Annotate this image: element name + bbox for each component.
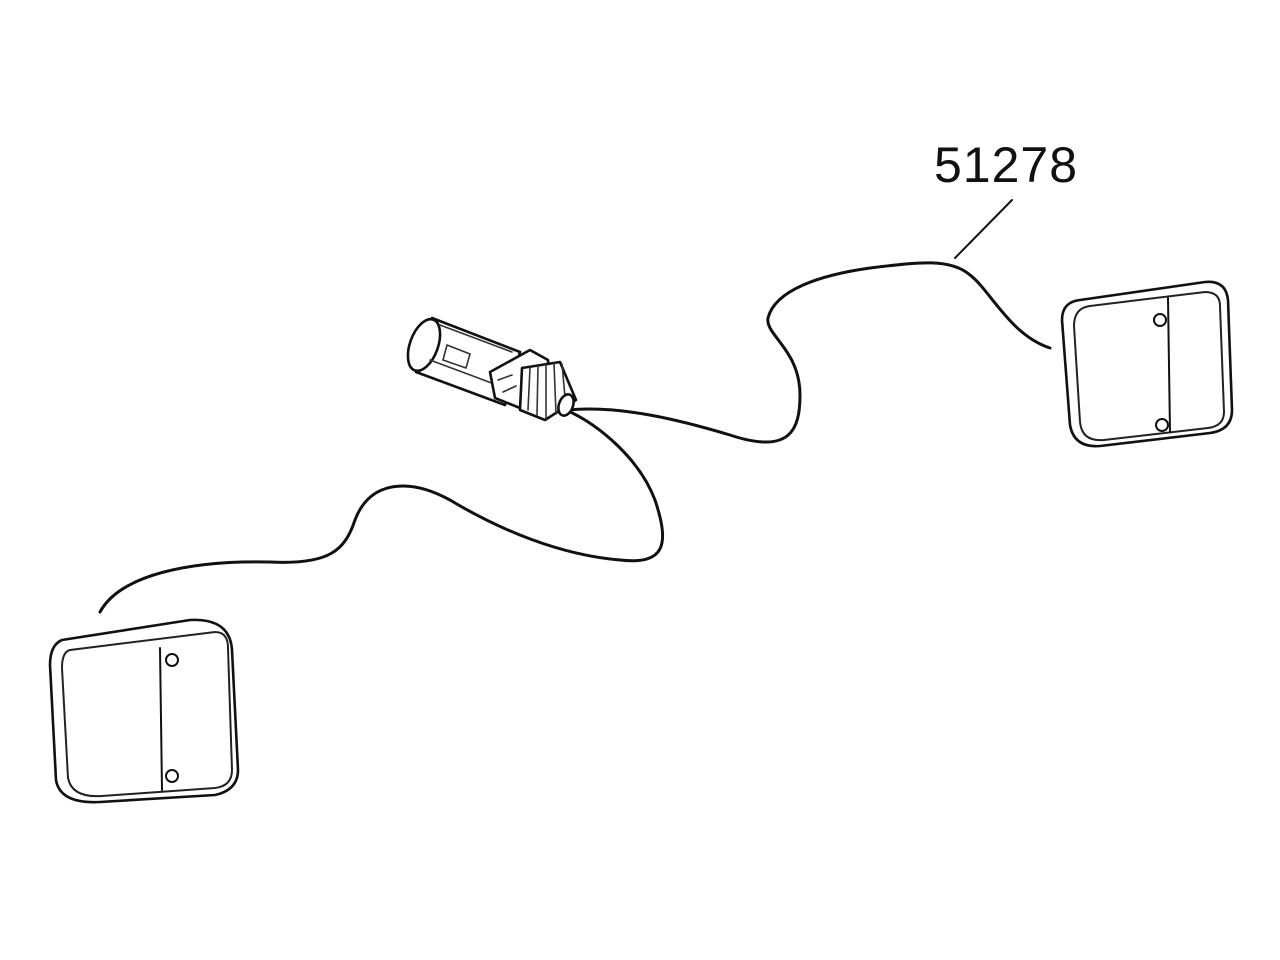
plug-connector	[406, 316, 578, 422]
lamp-left	[48, 618, 240, 804]
lamp-right	[1060, 280, 1234, 448]
cable-right	[566, 261, 1052, 444]
leader-line	[954, 199, 1013, 259]
part-number-label: 51278	[934, 137, 1079, 193]
cable-left	[98, 408, 664, 614]
